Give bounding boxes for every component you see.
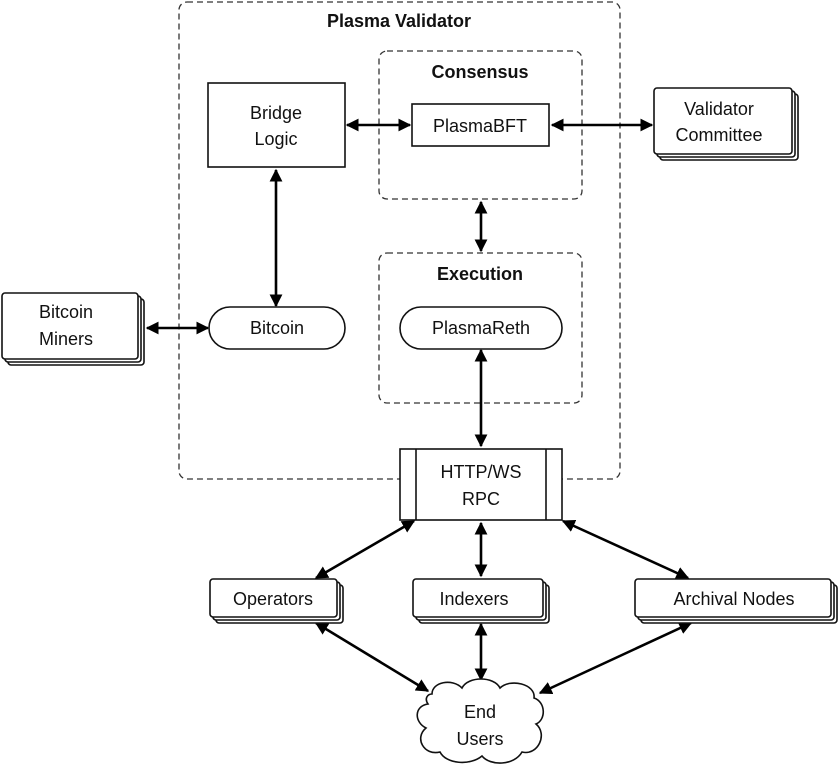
validator-committee-label-line1: Validator (684, 99, 754, 119)
indexers-label: Indexers (439, 589, 508, 609)
end-users-label-line2: Users (456, 729, 503, 749)
bridge-logic-box (207, 82, 346, 168)
node-plasmabft[interactable]: PlasmaBFT (411, 103, 550, 147)
consensus-title: Consensus (431, 62, 528, 82)
plasma-validator-group: Plasma Validator (178, 1, 621, 480)
operators-label: Operators (233, 589, 313, 609)
archival-nodes-label: Archival Nodes (673, 589, 794, 609)
plasma-validator-border (178, 1, 621, 480)
rpc-label-line1: HTTP/WS (441, 462, 522, 482)
bitcoin-miners-label-line2: Miners (39, 329, 93, 349)
execution-title: Execution (437, 264, 523, 284)
bitcoin-label: Bitcoin (250, 318, 304, 338)
edge-archival-endusers (538, 621, 693, 695)
execution-group: Execution (378, 252, 583, 404)
plasma-validator-title: Plasma Validator (327, 11, 471, 31)
node-rpc[interactable]: HTTP/WS RPC (399, 448, 563, 521)
edge-rpc-operators (314, 519, 416, 580)
end-users-label-line1: End (464, 702, 496, 722)
node-plasmareth[interactable]: PlasmaReth (399, 306, 563, 350)
bridge-logic-label-line2: Logic (254, 129, 297, 149)
edge-rpc-archival (561, 519, 690, 580)
edge-operators-endusers (314, 621, 430, 693)
plasmareth-pill (399, 306, 563, 350)
bitcoin-pill (208, 306, 346, 350)
node-bitcoin-miners[interactable]: Bitcoin Miners (1, 292, 145, 366)
execution-border (378, 252, 583, 404)
validator-committee-label-line2: Committee (675, 125, 762, 145)
validator-committee-box (653, 87, 793, 155)
operators-box (209, 578, 338, 618)
edges (145, 118, 693, 695)
plasmareth-label: PlasmaReth (432, 318, 530, 338)
indexers-box (412, 578, 544, 618)
node-bitcoin[interactable]: Bitcoin (208, 306, 346, 350)
node-operators[interactable]: Operators (209, 578, 344, 624)
node-validator-committee[interactable]: Validator Committee (653, 87, 799, 161)
rpc-label-line2: RPC (462, 489, 500, 509)
rpc-box (399, 448, 563, 521)
node-end-users[interactable]: End Users (416, 678, 545, 764)
bridge-logic-label-line1: Bridge (250, 103, 302, 123)
node-bridge-logic[interactable]: Bridge Logic (207, 82, 346, 168)
node-indexers[interactable]: Indexers (412, 578, 550, 624)
node-archival-nodes[interactable]: Archival Nodes (634, 578, 838, 624)
plasmabft-label: PlasmaBFT (433, 116, 527, 136)
archival-nodes-box (634, 578, 832, 618)
bitcoin-miners-box (1, 292, 139, 360)
plasmabft-box (411, 103, 550, 147)
bitcoin-miners-label-line1: Bitcoin (39, 302, 93, 322)
end-users-cloud (416, 678, 545, 764)
